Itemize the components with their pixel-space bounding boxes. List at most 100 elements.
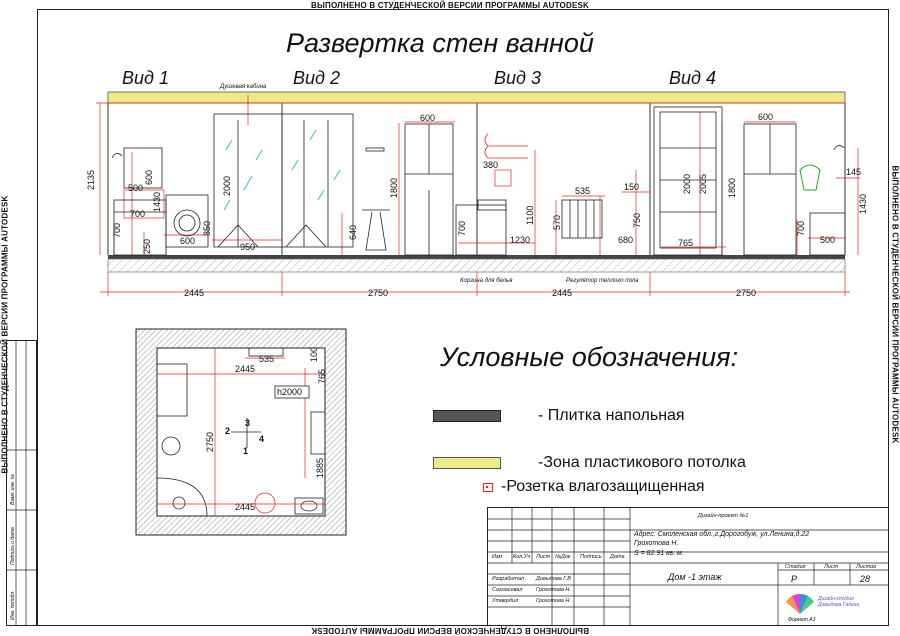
tb-col-4: №Док — [555, 554, 571, 560]
wall-elevation: Душевая кабина 2135 500 600 1430 700 700… — [86, 84, 868, 298]
dim-1430a: 1430 — [152, 192, 162, 212]
plan-marker-1: 1 — [243, 446, 248, 456]
dim-145: 145 — [846, 167, 861, 177]
tb-sheet-name: Дом -1 этаж — [668, 572, 722, 582]
legend-text-ceiling: -Зона пластикового потолка — [538, 454, 746, 471]
dim-700d: 700 — [796, 221, 806, 236]
floor-slab — [107, 258, 846, 273]
dim-1800b: 1800 — [727, 178, 737, 198]
side-stamp-1: Инв. №подл. — [10, 590, 16, 620]
legend-text-tile: - Плитка напольная — [538, 407, 685, 424]
dim-height-total: 2135 — [86, 170, 96, 190]
plan-dim-1885: 1885 — [315, 458, 325, 478]
tb-col-2: Кол.Уч — [513, 554, 531, 560]
tb-name-1: Довыдова Г.В — [536, 576, 571, 582]
view-label-2: Вид 2 — [293, 68, 340, 88]
dim-700b: 700 — [112, 223, 122, 238]
plan-marker-3: 3 — [245, 418, 250, 428]
note-radiator: Регулятор теплого пола — [566, 278, 639, 284]
tb-sheets: 28 — [860, 574, 871, 584]
watermark-top: ВЫПОЛНЕНО В СТУДЕНЧЕСКОЙ ВЕРСИИ ПРОГРАММ… — [310, 1, 590, 10]
dim-750: 750 — [632, 213, 642, 228]
tb-col-3: Лист — [536, 554, 551, 560]
view-label-4: Вид 4 — [669, 68, 716, 88]
plan-dim-765: 765 — [317, 369, 327, 384]
bottom-dim-1: 2445 — [184, 288, 204, 298]
legend-text-outlet: -Розетка влагозащищенная — [501, 478, 705, 495]
plan-dim-535: 535 — [259, 354, 274, 364]
dim-850: 850 — [202, 221, 212, 236]
drawing-frame — [37, 9, 889, 626]
plan-dim-2445a: 2445 — [235, 364, 255, 374]
tile-swatch — [433, 410, 501, 422]
ceiling-swatch — [433, 457, 501, 469]
floor-plan: 535 100 2445 765 h2000 2750 1885 2445 1 … — [135, 328, 347, 536]
tb-col-6: Дата — [610, 554, 625, 560]
dim-765: 765 — [678, 238, 693, 248]
dim-500b: 500 — [820, 235, 835, 245]
plan-dim-2750: 2750 — [205, 432, 215, 452]
dim-500: 500 — [128, 183, 143, 193]
tb-role-3: Утвердил — [492, 598, 519, 604]
dim-600d: 600 — [758, 112, 773, 122]
tb-project: Дизайн-проект №1 — [698, 513, 749, 519]
bottom-dim-3: 2445 — [552, 288, 572, 298]
note-basket: Корзина для белья — [460, 278, 513, 284]
dim-1100: 1100 — [525, 206, 535, 225]
bottom-dim-4: 2750 — [736, 288, 756, 298]
floor-tile — [108, 255, 845, 259]
tb-col-5: Подпись — [580, 554, 602, 560]
tb-name-3: Грохотова Н. — [536, 598, 571, 604]
dim-1230: 1230 — [510, 235, 530, 245]
plan-h2000: h2000 — [277, 387, 302, 397]
dim-600a: 600 — [144, 170, 154, 185]
plan-dim-100: 100 — [309, 347, 319, 362]
tb-stage-h: Стадия — [785, 564, 806, 570]
plan-marker-2: 2 — [225, 426, 230, 436]
title-block: Дизайн-проект №1 Адрес: Смоленская обл.,… — [487, 507, 889, 626]
side-stamp-2: Подпись и дата — [10, 527, 16, 565]
dim-2000a: 2000 — [222, 176, 232, 196]
plan-dim-2445b: 2445 — [235, 502, 255, 512]
legend-item-tile: - Плитка напольная — [433, 407, 685, 425]
tb-address: Адрес: Смоленская обл.,г.Дорогобуж, ул.Л… — [634, 531, 810, 538]
dim-600c: 600 — [420, 113, 435, 123]
dim-700c: 700 — [457, 221, 467, 236]
tb-studio: Дизайн-студия Довыдова Галина — [818, 596, 860, 608]
tb-area: S = 82.91 кв. м. — [634, 550, 684, 557]
tb-sheets-h: Листов — [856, 564, 877, 570]
shower-label: Душевая кабина — [219, 84, 267, 90]
tb-col-1: Изм — [492, 554, 503, 560]
dim-700a: 700 — [130, 209, 145, 219]
legend-title: Условные обозначения: — [440, 342, 739, 372]
dim-2000b: 2000 — [682, 174, 692, 194]
side-stamp-3: Взам. инв. № — [10, 473, 16, 505]
side-stamp: Инв. №подл. Подпись и дата Взам. инв. № — [6, 340, 37, 626]
dim-535: 535 — [575, 186, 590, 196]
dim-640: 640 — [348, 225, 358, 240]
studio-logo-icon — [786, 593, 814, 614]
tb-role-1: Разработал — [492, 576, 525, 582]
legend-item-ceiling: -Зона пластикового потолка — [433, 454, 746, 472]
dim-680: 680 — [618, 235, 633, 245]
ceiling-zone — [107, 91, 846, 104]
dim-570: 570 — [552, 215, 562, 230]
bottom-dim-2: 2750 — [368, 288, 388, 298]
view-label-3: Вид 3 — [494, 68, 541, 88]
tb-client: Грохотова Н. — [634, 540, 679, 547]
dim-2005: 2005 — [698, 174, 708, 194]
plan-marker-4: 4 — [259, 434, 264, 444]
dim-380: 380 — [483, 160, 498, 170]
outlet-icon — [483, 482, 493, 492]
dim-1800a: 1800 — [389, 178, 399, 198]
tb-role-2: Согласовал — [492, 587, 523, 593]
tb-format: Формат А3 — [788, 617, 816, 623]
dim-950: 950 — [240, 242, 255, 252]
dim-150: 150 — [624, 182, 639, 192]
tb-sheet-h: Лист — [824, 564, 839, 570]
dim-1430b: 1430 — [858, 194, 868, 214]
page-title: Развертка стен ванной — [286, 28, 594, 58]
tb-stage: Р — [791, 574, 798, 584]
view-label-1: Вид 1 — [122, 68, 169, 88]
tb-name-2: Грохотова Н. — [536, 587, 571, 593]
